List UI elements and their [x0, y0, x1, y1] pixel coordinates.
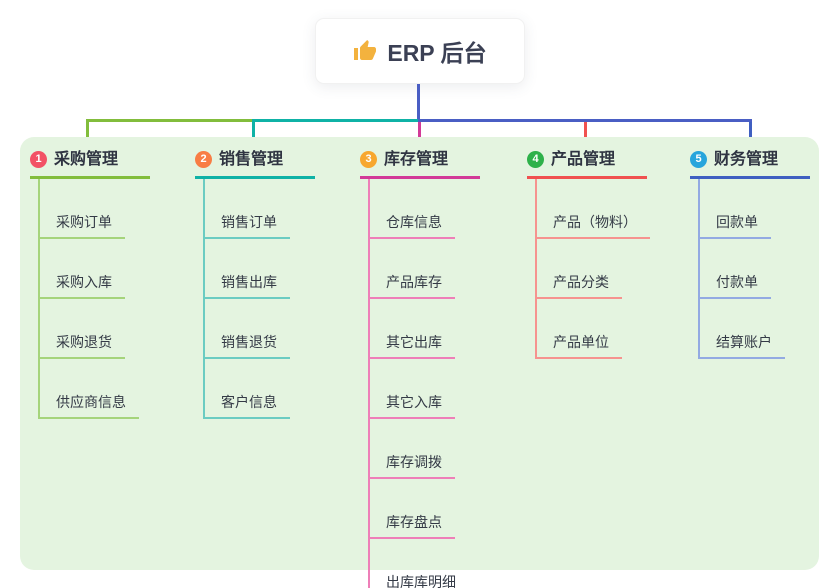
child-label: 付款单 — [716, 274, 758, 290]
branch-header[interactable]: 5 财务管理 — [690, 150, 810, 179]
child-label: 出库库明细 — [386, 574, 456, 588]
branch-children: 仓库信息 产品库存 其它出库 其它入库 库存调拨 库存盘点 出库库明细 — [368, 179, 469, 588]
child-node[interactable]: 产品库存 — [370, 239, 455, 299]
child-node[interactable]: 供应商信息 — [40, 359, 139, 419]
child-label: 销售退货 — [221, 334, 277, 350]
child-label: 其它出库 — [386, 334, 442, 350]
branch-label: 销售管理 — [219, 151, 284, 168]
branch-children: 采购订单 采购入库 采购退货 供应商信息 — [38, 179, 139, 419]
bus-segment-blue — [418, 119, 752, 122]
branch-number-badge: 4 — [527, 151, 544, 168]
child-label: 产品库存 — [386, 274, 442, 290]
child-label: 采购订单 — [56, 214, 112, 230]
branch: 5 财务管理 回款单 付款单 结算账户 — [690, 150, 839, 359]
child-node[interactable]: 产品（物料） — [537, 179, 650, 239]
root-title: ERP 后台 — [387, 40, 487, 66]
child-label: 客户信息 — [221, 394, 277, 410]
child-node[interactable]: 销售退货 — [205, 299, 290, 359]
child-node[interactable]: 回款单 — [700, 179, 771, 239]
child-label: 销售订单 — [221, 214, 277, 230]
child-node[interactable]: 其它入库 — [370, 359, 455, 419]
child-node[interactable]: 仓库信息 — [370, 179, 455, 239]
branch-children: 回款单 付款单 结算账户 — [698, 179, 785, 359]
child-label: 采购退货 — [56, 334, 112, 350]
child-node[interactable]: 采购入库 — [40, 239, 125, 299]
child-node[interactable]: 采购退货 — [40, 299, 125, 359]
branch-header[interactable]: 2 销售管理 — [195, 150, 315, 179]
branch-children: 销售订单 销售出库 销售退货 客户信息 — [203, 179, 290, 419]
child-label: 库存盘点 — [386, 514, 442, 530]
child-node[interactable]: 其它出库 — [370, 299, 455, 359]
child-node[interactable]: 客户信息 — [205, 359, 290, 419]
child-node[interactable]: 采购订单 — [40, 179, 125, 239]
child-label: 库存调拨 — [386, 454, 442, 470]
branch-label: 产品管理 — [551, 151, 616, 168]
branch-header[interactable]: 3 库存管理 — [360, 150, 480, 179]
root-node[interactable]: ERP 后台 — [315, 18, 525, 84]
branch-drop-line — [252, 122, 255, 148]
bus-segment-teal — [252, 119, 418, 122]
branch: 4 产品管理 产品（物料） 产品分类 产品单位 — [527, 150, 697, 359]
branch-label: 采购管理 — [54, 151, 119, 168]
child-label: 采购入库 — [56, 274, 112, 290]
branch: 1 采购管理 采购订单 采购入库 采购退货 供应商信息 — [30, 150, 200, 419]
child-label: 供应商信息 — [56, 394, 126, 410]
branch-children: 产品（物料） 产品分类 产品单位 — [535, 179, 650, 359]
branch-drop-line — [749, 122, 752, 148]
child-node[interactable]: 销售出库 — [205, 239, 290, 299]
branch-number-badge: 3 — [360, 151, 377, 168]
branch-drop-line — [418, 122, 421, 148]
branch-label: 财务管理 — [714, 151, 779, 168]
branch-label: 库存管理 — [384, 151, 449, 168]
branch-header[interactable]: 4 产品管理 — [527, 150, 647, 179]
branch: 3 库存管理 仓库信息 产品库存 其它出库 其它入库 库存调拨 库存盘点 出库库… — [360, 150, 530, 588]
child-node[interactable]: 付款单 — [700, 239, 771, 299]
branch-number-badge: 1 — [30, 151, 47, 168]
child-label: 回款单 — [716, 214, 758, 230]
bus-segment-green — [86, 119, 252, 122]
child-node[interactable]: 销售订单 — [205, 179, 290, 239]
branch-drop-line — [584, 122, 587, 148]
child-label: 产品单位 — [553, 334, 609, 350]
branch-drop-line — [86, 122, 89, 148]
child-label: 销售出库 — [221, 274, 277, 290]
child-label: 仓库信息 — [386, 214, 442, 230]
child-label: 其它入库 — [386, 394, 442, 410]
child-label: 产品分类 — [553, 274, 609, 290]
child-label: 产品（物料） — [553, 214, 637, 230]
child-node[interactable]: 产品单位 — [537, 299, 622, 359]
child-node[interactable]: 产品分类 — [537, 239, 622, 299]
child-node[interactable]: 库存盘点 — [370, 479, 455, 539]
thumbs-up-icon — [354, 40, 377, 60]
child-node[interactable]: 结算账户 — [700, 299, 785, 359]
child-node[interactable]: 出库库明细 — [370, 539, 469, 588]
branch-number-badge: 5 — [690, 151, 707, 168]
branches-panel — [20, 137, 819, 570]
branch-number-badge: 2 — [195, 151, 212, 168]
child-label: 结算账户 — [716, 334, 772, 350]
child-node[interactable]: 库存调拨 — [370, 419, 455, 479]
branch-header[interactable]: 1 采购管理 — [30, 150, 150, 179]
root-connector-line — [417, 84, 420, 122]
branch: 2 销售管理 销售订单 销售出库 销售退货 客户信息 — [195, 150, 365, 419]
